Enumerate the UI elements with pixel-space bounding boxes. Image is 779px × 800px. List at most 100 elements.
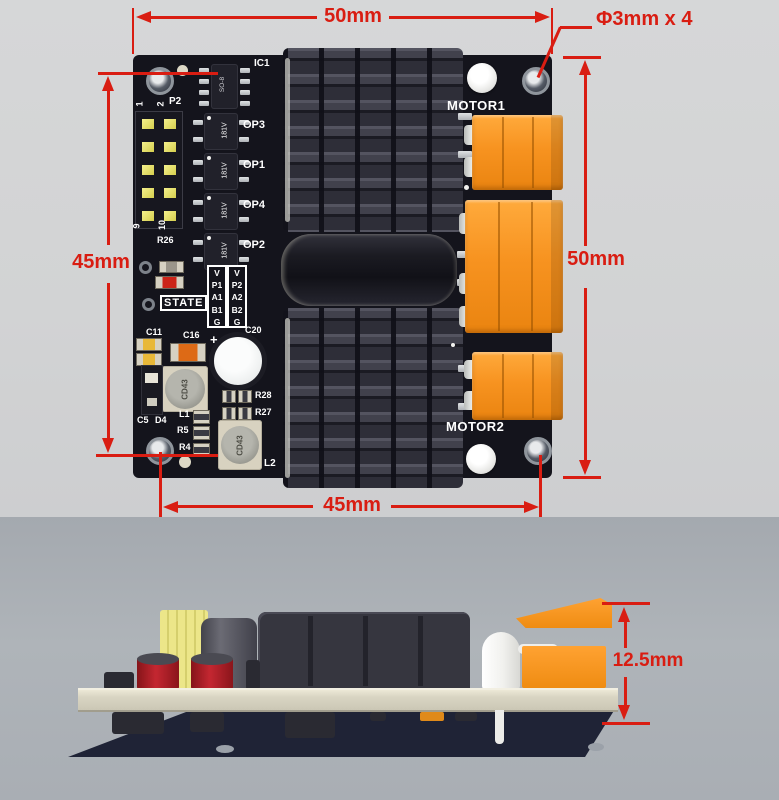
ic-pin bbox=[240, 101, 250, 106]
motor2-terminal-block bbox=[472, 352, 563, 420]
top-view-section: SO-8 IC1 1 2 P2 9 10 bbox=[0, 0, 779, 522]
dimension-arrow bbox=[618, 607, 630, 622]
header-pin bbox=[164, 142, 176, 152]
dimension-line bbox=[624, 620, 627, 648]
op1-label: OP1 bbox=[243, 159, 266, 171]
side-component bbox=[104, 672, 134, 690]
header-pin bbox=[164, 188, 176, 198]
pin-table-cell: B2 bbox=[231, 304, 243, 315]
white-dome-component-bottom bbox=[466, 444, 496, 474]
c11-label: C11 bbox=[146, 327, 163, 337]
optocoupler-op4: 181V bbox=[193, 193, 249, 230]
pin1-dot bbox=[207, 236, 211, 240]
side-inductor-red bbox=[137, 653, 179, 690]
opto-pin bbox=[193, 160, 203, 165]
pin1-dot bbox=[207, 196, 211, 200]
inductor-l2-pad: CD43 bbox=[218, 420, 262, 470]
dimension-arrow bbox=[618, 705, 630, 720]
side-terminal-arm bbox=[516, 598, 612, 628]
terminal-seam bbox=[532, 354, 534, 418]
p2-pin1-label: 1 bbox=[134, 101, 145, 107]
dimension-line bbox=[391, 505, 525, 508]
header-pin bbox=[164, 211, 176, 221]
extension-line bbox=[551, 8, 553, 54]
opto-marking: 181V bbox=[221, 162, 229, 179]
dimension-line bbox=[584, 72, 587, 246]
dimension-arrow bbox=[163, 501, 178, 513]
extension-line bbox=[563, 56, 601, 59]
p2-pin2-label: 2 bbox=[155, 101, 166, 107]
dimension-arrow bbox=[579, 60, 591, 75]
test-point bbox=[179, 456, 191, 468]
c16-label: C16 bbox=[183, 330, 200, 340]
r28-label: R28 bbox=[255, 390, 272, 400]
ic1-label: IC1 bbox=[254, 58, 270, 69]
r27-resistor bbox=[238, 407, 252, 420]
inductor-top bbox=[191, 653, 233, 665]
dimension-line bbox=[584, 288, 587, 462]
extension-line bbox=[98, 72, 218, 75]
top-width-dimension: 50mm bbox=[324, 5, 382, 27]
mounting-hole-bottom-right bbox=[524, 437, 552, 465]
state-label: STATE bbox=[160, 295, 208, 311]
inductor-top bbox=[137, 653, 179, 665]
opto-pin bbox=[239, 257, 249, 262]
r5-label: R5 bbox=[177, 425, 189, 435]
p2-label: P2 bbox=[169, 96, 182, 107]
opto-pin bbox=[239, 177, 249, 182]
opto-pin bbox=[239, 217, 249, 222]
pin-table-cell: V bbox=[234, 268, 240, 278]
opto-marking: 181V bbox=[221, 122, 229, 139]
electrolytic-capacitor-horizontal bbox=[281, 234, 457, 306]
fin-groove bbox=[308, 616, 313, 686]
underside-component bbox=[112, 712, 164, 734]
dimension-arrow bbox=[535, 11, 550, 23]
ic-pin bbox=[240, 68, 250, 73]
extension-line bbox=[132, 8, 134, 54]
r28-resistor bbox=[238, 390, 252, 403]
side-component bbox=[246, 660, 260, 690]
r5-resistor bbox=[193, 426, 210, 440]
extension-line bbox=[159, 452, 162, 522]
pin-table-cell: G bbox=[213, 316, 221, 327]
heatsink-lower bbox=[283, 308, 463, 488]
motor1-terminal-block bbox=[472, 115, 563, 190]
op2-label: OP2 bbox=[243, 239, 266, 251]
via-dot bbox=[451, 343, 455, 347]
opto-marking: 181V bbox=[221, 202, 229, 219]
ic-pin bbox=[240, 90, 250, 95]
extension-line bbox=[539, 455, 542, 522]
r26-label: R26 bbox=[157, 235, 174, 245]
pin-table-cell: G bbox=[233, 316, 241, 327]
ic1-chip: SO-8 bbox=[211, 64, 238, 109]
extension-line bbox=[602, 602, 650, 605]
optocoupler-op3: 181V bbox=[193, 113, 249, 150]
white-dome-component-top bbox=[467, 63, 497, 93]
header-pin bbox=[164, 119, 176, 129]
optocoupler-op1: 181V bbox=[193, 153, 249, 190]
opto-pin bbox=[193, 200, 203, 205]
opto-pin bbox=[239, 137, 249, 142]
pin-table-cell: P1 bbox=[211, 280, 223, 291]
ic-pin bbox=[240, 79, 250, 84]
p2-pin9-label: 9 bbox=[131, 223, 142, 229]
fin-groove bbox=[418, 616, 423, 686]
pin-table-left: V P1 A1 B1 G bbox=[207, 265, 227, 328]
c5-label: C5 bbox=[137, 415, 149, 425]
dimension-line bbox=[389, 16, 536, 19]
r27-resistor bbox=[222, 407, 236, 420]
ic-pin bbox=[199, 101, 209, 106]
motor2-label: MOTOR2 bbox=[446, 419, 505, 434]
opto-pin bbox=[193, 217, 203, 222]
shadow-glint bbox=[588, 743, 604, 751]
inductor-marking: CD43 bbox=[235, 434, 245, 456]
c16-capacitor bbox=[170, 343, 206, 362]
via-dot bbox=[464, 185, 469, 190]
opto-marking: 181V bbox=[221, 242, 229, 259]
header-pin bbox=[164, 165, 176, 175]
underside-orange-tab bbox=[420, 712, 444, 721]
hole-callout: Φ3mm x 4 bbox=[596, 8, 693, 30]
dimension-arrow bbox=[102, 438, 114, 453]
pin-table-cell: P2 bbox=[231, 280, 243, 291]
r4-resistor bbox=[193, 443, 210, 457]
